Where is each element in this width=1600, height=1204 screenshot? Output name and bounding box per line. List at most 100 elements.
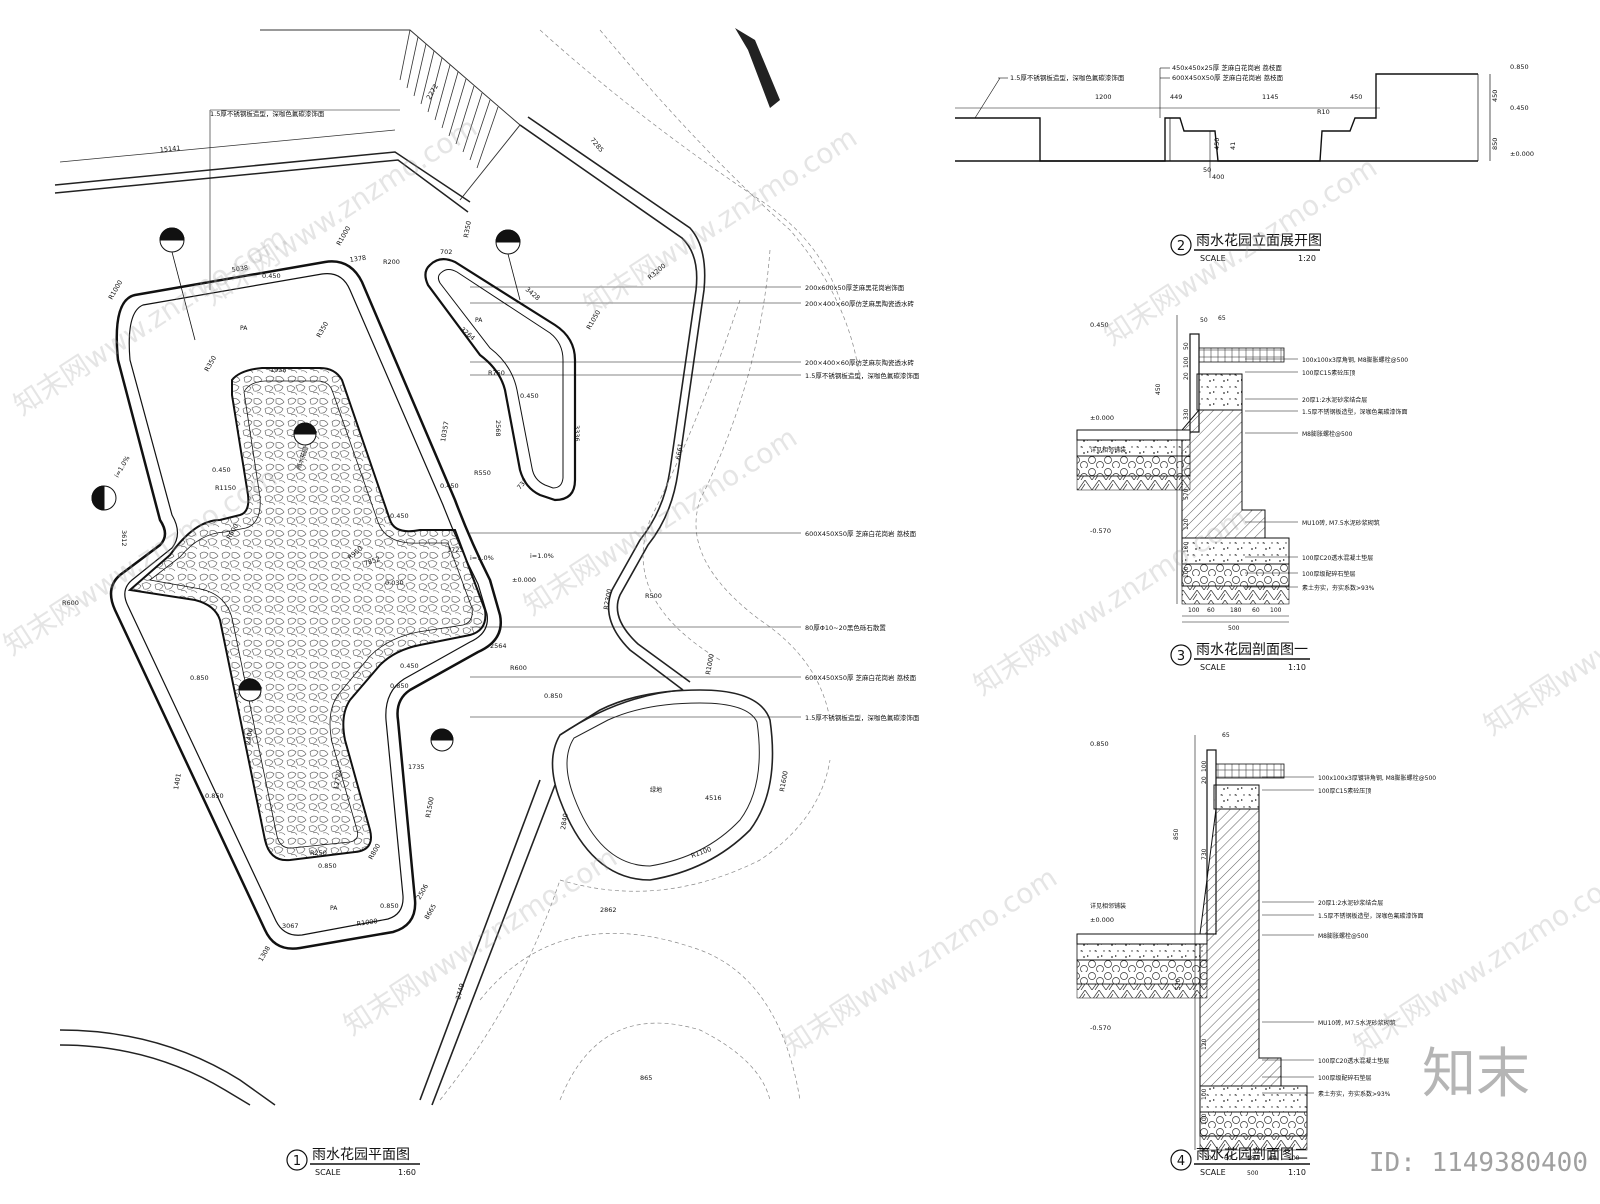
plan-elevations: 0.4500.4500.4500.4500.4500.030±0.0000.85… [190,272,563,910]
plan-dimension: R2300 [602,588,614,610]
section-note: 100厚级配碎石垫层 [1318,1074,1371,1082]
plan-dimension: R350 [462,220,473,238]
section-marker [91,227,521,752]
section-two-scale-label: SCALE [1200,1168,1226,1177]
section-dimension: 20 [1183,372,1190,380]
leader-line [974,77,1001,119]
plan-dimension: 1735 [408,763,425,771]
section-dimension: 60 [1207,607,1215,614]
plan-elevation: 0.850 [318,862,337,870]
section-dimension: 180 [1247,1155,1259,1162]
section-one-scale: 1:10 [1288,663,1306,672]
section-dimension: 100 [1288,1155,1300,1162]
plan-dimension: 10357 [439,421,450,443]
plan-dimension: 2406 [244,728,255,746]
plan-elevation: 0.030 [385,579,404,587]
plan-dimension: R1500 [424,796,436,818]
plan-area-label: PA [330,905,338,912]
elevation-dimension: R10 [1317,108,1330,116]
section-note: 20厚1:2水泥砂浆结合层 [1302,396,1367,404]
section-level: 0.450 [1090,321,1109,329]
plan-dimension: R600 [510,664,527,672]
elevation-dimension: 400 [1212,173,1224,181]
plan-area-label: PA [240,325,248,332]
plan-dimension: 737 [515,477,529,492]
plan-dimension: R1000 [356,917,378,928]
section-dimension: 100 [1201,760,1208,772]
plan-note: 600X450X50厚 芝麻白花岗岩 荔枝面 [805,529,917,538]
plan-elevation: 0.850 [390,682,409,690]
section-two-title: 雨水花园剖面图二 [1196,1147,1308,1163]
section-note: 1.5厚不锈钢板造型，深咖色氟碳漆饰面 [1318,912,1424,920]
plan-dimension: 12722 [332,769,343,791]
section-note: 100厚C15素砼压顶 [1318,787,1371,795]
plan-dimension: R1000 [704,653,716,675]
plan-elevation: 0.850 [380,902,399,910]
section-note: 100厚级配碎石垫层 [1302,570,1355,578]
elevation-scale-label: SCALE [1200,254,1226,263]
section-dimension: 100 [1201,1088,1208,1100]
plan-area-label: 绿地 [650,786,662,794]
plan-slope: i=1.0% [470,554,494,562]
section-one-title-block: 3 雨水花园剖面图一 SCALE 1:10 [1170,642,1310,672]
plan-note: 200×400×60厚仿芝麻灰陶瓷透水砖 [805,358,914,367]
plan-dimension: 2564 [490,642,507,650]
section-dimension: 50 [1200,317,1208,324]
plan-elevation: 0.450 [262,272,281,280]
section-dimension: 100 [1188,607,1200,614]
section-note: 素土夯实，夯实系数>93% [1302,584,1375,592]
section-note: MU10砖, M7.5水泥砂浆砌筑 [1318,1019,1396,1027]
plan-dimension: R200 [383,258,400,266]
plan-elevation: ±0.000 [512,576,536,584]
plan-dimension: 7285 [588,136,605,154]
section-dimension: 120 [1201,1038,1208,1050]
section-dimension: 500 [1228,625,1240,632]
section-level: ±0.000 [1090,414,1114,422]
plan-dimension: 1938 [270,366,287,374]
plan-scale-label: SCALE [315,1168,341,1177]
plan-number: 1 [293,1154,301,1169]
section-dimension: 100 [1183,566,1190,578]
section-note: 详见相邻铺装 [1090,902,1126,910]
plan-dimension: 3612 [120,530,128,547]
section-dimension: 100 [1270,607,1282,614]
plan-elevation: 0.450 [400,662,419,670]
section-note: MU10砖, M7.5水泥砂浆砌筑 [1302,519,1380,527]
plan-dimension: 3428 [524,285,542,302]
section-dimension: 20 [1201,776,1208,784]
section-note: 20厚1:2水泥砂浆结合层 [1318,899,1383,907]
section-dimension: 100 [1183,356,1190,368]
elevation-number: 2 [1177,239,1185,254]
image-id: ID: 1149380400 [1368,1148,1588,1178]
section-dimension: 60 [1269,1155,1277,1162]
elevation-dimension: 449 [1170,93,1182,101]
section-dimension: 850 [1173,828,1180,840]
elevation-level: 0.450 [1510,104,1529,112]
section-level: 0.850 [1090,740,1109,748]
plan-dimension: 3067 [282,922,299,930]
section-note: 100厚C20透水混凝土垫层 [1302,554,1373,562]
elevation-dimension: 1200 [1095,93,1112,101]
section-one-title: 雨水花园剖面图一 [1196,642,1308,658]
plan-dimension: 4516 [705,794,722,802]
section-note: 详见相邻铺装 [1090,446,1126,454]
plan-view [54,28,861,1106]
section-dimension: 60 [1224,1155,1232,1162]
section-two-drawing [1076,735,1308,1151]
plan-dimension: 6661 [674,443,685,461]
elevation-note: 450x450x25厚 芝麻白花岗岩 荔枝面 [1172,63,1282,72]
section-dimension: 100 [1204,1155,1216,1162]
plan-note: 1.5厚不锈钢板造型，深咖色氟碳漆饰面 [805,713,920,722]
plan-dimension: R3200 [646,262,667,282]
brand-logo-text: 知末 [1422,1042,1530,1105]
plan-dimension: 2840 [559,813,570,831]
plan-dimension: R1050 [585,309,602,331]
section-two-number: 4 [1177,1154,1185,1169]
plan-dimension: 8665 [423,903,438,921]
elevation-dimension: 41 [1229,142,1237,150]
section-note: 100厚C15素砼压顶 [1302,369,1355,377]
elevation-dimension: 850 [1491,138,1499,150]
